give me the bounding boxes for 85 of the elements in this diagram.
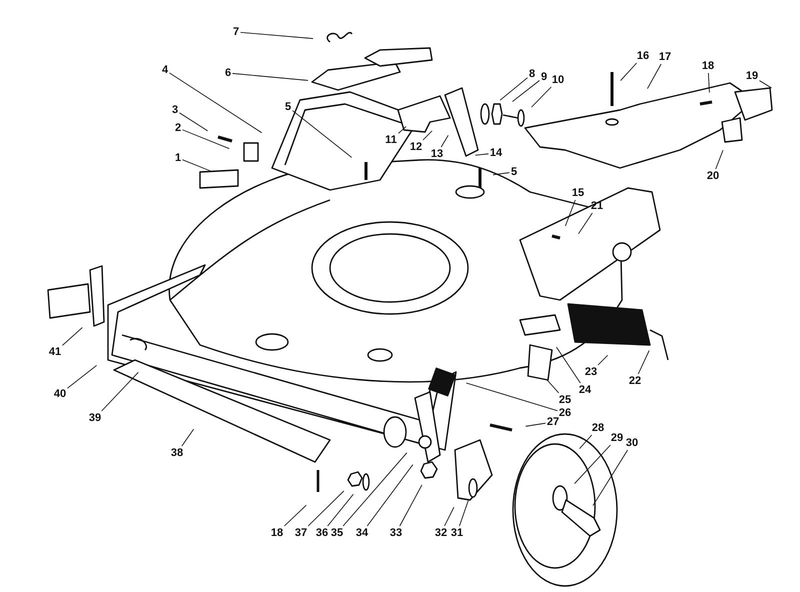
leader-line <box>579 434 592 450</box>
leader-line <box>422 130 432 140</box>
callout-number: 34 <box>356 527 368 539</box>
callout-number: 5 <box>284 101 292 113</box>
leader-line <box>459 500 469 526</box>
callout-number: 2 <box>174 122 182 134</box>
leader-line <box>638 350 650 374</box>
leader-line <box>240 32 314 39</box>
leader-line <box>546 378 560 394</box>
callout-number: 12 <box>410 141 422 153</box>
leader-line <box>67 365 97 389</box>
callout-number: 20 <box>706 170 720 182</box>
callout-number: 39 <box>88 412 102 424</box>
leader-line <box>531 86 552 108</box>
callout-number: 16 <box>636 50 650 62</box>
leader-line <box>101 372 139 412</box>
leader-line <box>474 153 489 156</box>
leader-line <box>398 126 406 134</box>
callout-number: 14 <box>490 147 502 159</box>
callout-number: 1 <box>174 152 182 164</box>
callout-number: 31 <box>450 527 464 539</box>
leader-line <box>284 504 307 526</box>
leader-line <box>578 212 593 234</box>
leader-line <box>564 200 576 226</box>
callout-number: 18 <box>702 60 714 72</box>
leader-line <box>399 484 422 526</box>
callout-number: 41 <box>48 346 62 358</box>
callout-number: 32 <box>434 527 448 539</box>
leader-line <box>708 72 710 93</box>
callout-number: 3 <box>172 104 178 116</box>
leader-line <box>620 62 638 81</box>
leader-line <box>556 346 581 384</box>
callout-number: 15 <box>572 187 584 199</box>
leader-line <box>500 77 528 101</box>
leader-line <box>466 382 558 412</box>
leader-line <box>492 172 510 176</box>
callout-number: 11 <box>385 134 397 146</box>
callout-number: 35 <box>330 527 344 539</box>
callout-number: 25 <box>558 394 572 406</box>
callout-number: 9 <box>540 71 548 83</box>
callout-number: 33 <box>390 527 402 539</box>
leader-line <box>169 72 262 134</box>
callout-number: 5 <box>510 166 518 178</box>
callout-number: 30 <box>626 437 638 449</box>
leader-line <box>292 110 352 158</box>
callout-number: 38 <box>170 447 184 459</box>
callout-number: 36 <box>316 527 328 539</box>
callout-number: 17 <box>658 51 672 63</box>
callout-number: 19 <box>746 70 758 82</box>
callout-number: 6 <box>224 67 232 79</box>
leader-line <box>444 506 454 526</box>
callout-number: 29 <box>610 432 624 444</box>
leader-line <box>181 428 194 446</box>
leader-line <box>574 444 611 484</box>
leader-line <box>182 159 213 172</box>
leader-line <box>62 327 83 346</box>
callout-number: 24 <box>578 384 592 396</box>
callout-number: 18 <box>270 527 284 539</box>
leader-line <box>327 494 354 526</box>
callout-number: 13 <box>430 148 444 160</box>
leader-line <box>759 80 772 88</box>
callout-number: 26 <box>558 407 572 419</box>
callout-number: 28 <box>592 422 604 434</box>
leader-line <box>179 112 208 132</box>
callout-number: 8 <box>528 68 536 80</box>
callout-number: 40 <box>54 388 66 400</box>
callout-number: 22 <box>628 375 642 387</box>
leader-line <box>525 422 546 427</box>
leader-line <box>592 450 628 506</box>
callout-number: 7 <box>232 26 240 38</box>
callout-number: 37 <box>294 527 308 539</box>
leader-line <box>308 490 344 526</box>
leader-line <box>366 464 414 526</box>
leader-line <box>182 129 230 150</box>
leader-line <box>598 354 608 366</box>
callout-number: 4 <box>162 64 168 76</box>
callout-number: 10 <box>552 74 564 86</box>
leader-line <box>715 150 724 170</box>
leader-line <box>440 134 449 148</box>
callout-number: 27 <box>546 416 560 428</box>
callout-number: 23 <box>584 366 598 378</box>
leader-line <box>647 64 662 90</box>
leader-line <box>342 452 408 526</box>
leader-line <box>232 73 308 81</box>
leader-line <box>512 80 540 102</box>
